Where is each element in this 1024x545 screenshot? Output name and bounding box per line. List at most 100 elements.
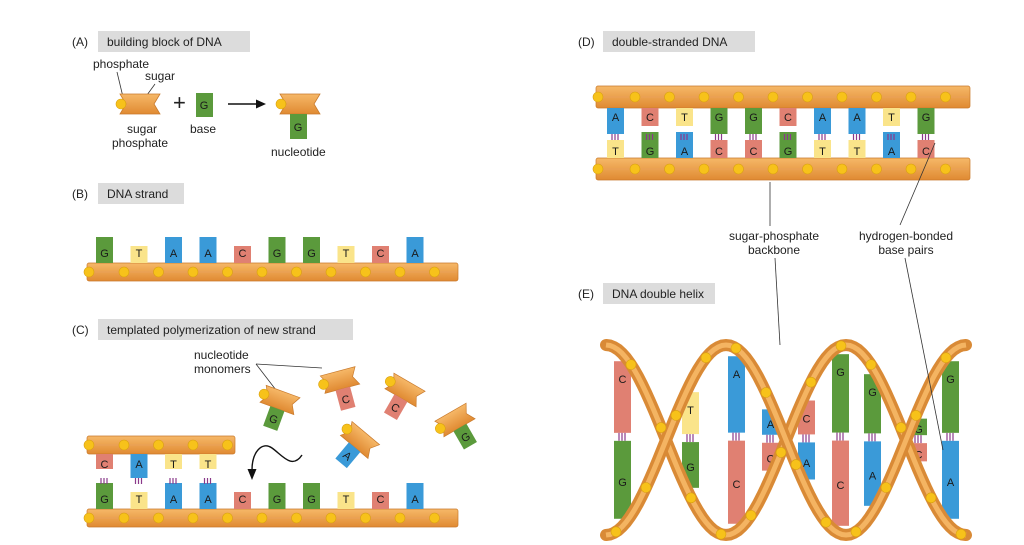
strand-b-base-A	[165, 237, 182, 263]
strand-b-phosphate	[83, 266, 95, 278]
strand-c-template-letter: A	[411, 494, 419, 506]
nucleotide-letter: G	[294, 122, 303, 134]
panel-a-letter: (A)	[72, 35, 88, 49]
helix-phosphate	[655, 422, 667, 433]
monomer-phosphate	[434, 423, 446, 434]
helix-lower-letter: C	[837, 480, 845, 492]
strand-c-phosphate	[360, 512, 371, 524]
strand-b-base-letter: A	[204, 248, 212, 260]
helix-upper-letter: G	[914, 424, 923, 436]
monomer-base	[335, 442, 361, 469]
helix-phosphate	[910, 410, 922, 421]
panel-d-letter: (D)	[578, 35, 595, 49]
ds-bottom-letter: G	[646, 146, 655, 158]
panel-b-letter: (B)	[72, 187, 88, 201]
nucleotide-base	[290, 114, 307, 139]
strand-b-base-letter: G	[100, 248, 109, 260]
strand-b-base-letter: C	[239, 248, 247, 260]
ds-top-letter: C	[646, 112, 654, 124]
helix-upper-letter: A	[767, 419, 775, 431]
helix-upper-base	[832, 354, 849, 433]
ds-top-base	[641, 108, 659, 126]
strand-b-base-C	[234, 246, 251, 263]
ds-bottom-base	[745, 140, 762, 158]
strand-c-template-base	[303, 483, 320, 509]
strand-b-base-G	[268, 237, 286, 263]
strand-c-template-letter: C	[377, 494, 385, 506]
strand-c-template-letter: G	[307, 494, 316, 506]
ds-top-letter: G	[715, 112, 724, 124]
helix-lower-base	[864, 441, 881, 506]
ds-top-phosphate	[940, 91, 951, 103]
leader-pairs-d	[899, 142, 936, 226]
helix-upper-letter: T	[687, 405, 694, 417]
panel-a-title: building block of DNA	[107, 35, 222, 49]
strand-b-phosphate	[325, 266, 337, 278]
ds-top-phosphate	[629, 91, 641, 103]
ds-bottom-letter: C	[922, 146, 930, 158]
leader-sugar	[146, 83, 156, 96]
strand-b-base-C	[372, 246, 389, 263]
strand-b-base-letter: A	[411, 248, 419, 260]
helix-phosphate	[805, 376, 817, 388]
ds-top-letter: T	[681, 112, 688, 124]
ds-bottom-phosphate	[836, 163, 848, 175]
helix-phosphate	[730, 342, 742, 354]
strand-c-phosphate	[429, 512, 440, 524]
ds-bottom-phosphate	[940, 163, 951, 175]
ds-top-phosphate	[905, 91, 917, 103]
ds-bottom-phosphate	[871, 163, 882, 175]
strand-c-phosphate	[256, 512, 268, 524]
ds-bottom-base	[676, 132, 693, 158]
helix-phosphate	[955, 528, 967, 540]
panel-c-title: templated polymerization of new strand	[107, 323, 316, 337]
ds-top-letter: A	[819, 112, 827, 124]
panel-c: (C) templated polymerization of new stra…	[72, 319, 477, 528]
helix-lower-base	[614, 440, 631, 519]
helix-phosphate	[820, 516, 832, 528]
helix-lower-base	[728, 440, 745, 524]
ds-bottom-phosphate	[592, 163, 604, 175]
label-pairs-2: base pairs	[878, 243, 933, 257]
strand-c-template-letter: A	[204, 494, 212, 506]
strand-b-base-letter: A	[170, 248, 178, 260]
ds-top-phosphate	[592, 91, 604, 103]
ds-bottom-base	[710, 140, 728, 158]
ds-bottom-letter: A	[681, 146, 689, 158]
ds-bottom-phosphate	[767, 163, 779, 175]
strand-b-base-T	[130, 246, 148, 263]
panel-b-title-bg	[98, 183, 184, 204]
helix-phosphate	[640, 482, 652, 493]
base-g-letter: G	[200, 100, 209, 112]
strand-c-phosphate	[394, 512, 406, 524]
helix-upper-base	[614, 361, 631, 433]
ds-top-letter: A	[853, 112, 861, 124]
strand-c-template-base	[268, 483, 286, 509]
monomer-letter: C	[341, 393, 352, 407]
free-monomer: C	[383, 372, 426, 420]
helix-phosphate	[670, 410, 682, 421]
strand-b-phosphate	[118, 266, 130, 278]
helix-lower-letter: A	[803, 458, 811, 470]
monomer-phosphate	[384, 376, 396, 387]
strand-c-new-letter: T	[170, 459, 177, 471]
ds-bottom-letter: C	[715, 146, 723, 158]
panel-b-title: DNA strand	[107, 187, 168, 201]
label-sugar-phosphate-2: phosphate	[112, 136, 168, 150]
helix-phosphate	[865, 359, 877, 370]
leader-monomer-1	[255, 363, 277, 391]
incoming-arrow	[251, 445, 303, 471]
strand-c-top-phosphate	[83, 439, 95, 451]
helix-upper-letter: A	[733, 369, 741, 381]
strand-c-new-base	[96, 454, 113, 469]
strand-c-new-base	[130, 454, 148, 478]
helix-phosphate	[895, 422, 907, 433]
ds-bottom-phosphate	[664, 163, 675, 175]
strand-c-phosphate	[222, 512, 233, 524]
helix-upper-letter: G	[868, 387, 877, 399]
helix-upper-base	[942, 361, 959, 433]
helix-upper-letter: C	[619, 374, 627, 386]
